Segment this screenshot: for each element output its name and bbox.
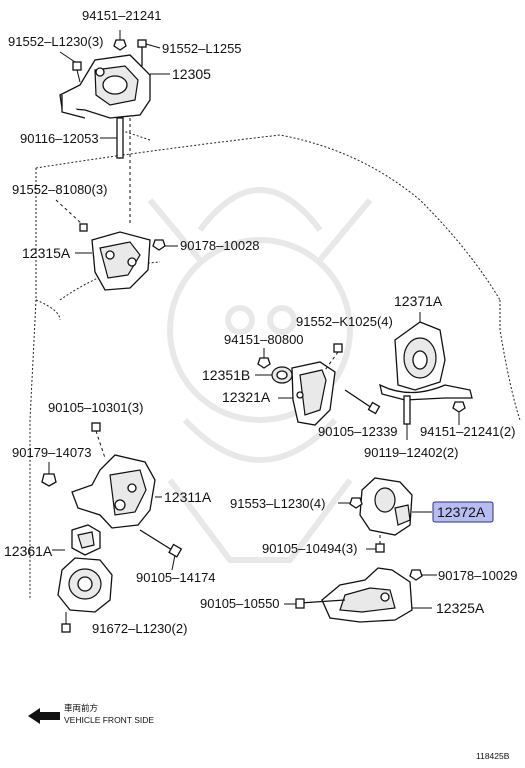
front-label-japanese: 車両前方	[64, 703, 98, 713]
front-label-english: VEHICLE FRONT SIDE	[64, 715, 154, 725]
figure-number: 118425B	[476, 751, 510, 761]
label-91552-81080-3[interactable]: 91552–81080(3)	[12, 182, 107, 197]
nut-94151-21241-right[interactable]	[452, 401, 466, 425]
nut-94151-80800[interactable]	[257, 348, 271, 369]
label-12372A[interactable]: 12372A	[437, 504, 486, 520]
label-91552-K1025-4[interactable]: 91552–K1025(4)	[296, 314, 393, 329]
bolt-91552-L1255[interactable]	[137, 39, 161, 66]
label-91552-L1230-3-top[interactable]: 91552–L1230(3)	[8, 34, 103, 49]
label-12371A[interactable]: 12371A	[394, 293, 443, 309]
label-91672-L1230-2[interactable]: 91672–L1230(2)	[92, 621, 187, 636]
bolt-90105-10550[interactable]	[284, 598, 346, 609]
label-90179-14073[interactable]: 90179–14073	[12, 445, 92, 460]
bolt-90105-10494[interactable]	[366, 543, 385, 553]
label-90119-12402-2[interactable]: 90119–12402(2)	[364, 445, 458, 460]
bolt-91552-L1230-top[interactable]	[59, 51, 82, 83]
part-12311A-bracket[interactable]	[71, 454, 156, 529]
nut-90178-10029[interactable]	[409, 569, 437, 581]
bolt-91552-K1025[interactable]	[324, 343, 343, 371]
stud-90119-12402[interactable]	[403, 395, 411, 440]
label-12305[interactable]: 12305	[172, 66, 211, 82]
label-12321A[interactable]: 12321A	[222, 389, 271, 405]
label-90105-14174[interactable]: 90105–14174	[136, 570, 216, 585]
label-90105-12339[interactable]: 90105–12339	[318, 424, 398, 439]
part-12315A-bracket[interactable]	[91, 231, 151, 291]
highlight-box	[432, 501, 494, 523]
label-91552-L1255[interactable]: 91552–L1255	[162, 41, 242, 56]
nut-90179-14073[interactable]	[41, 462, 57, 487]
nut-94151-21241-top[interactable]	[113, 30, 127, 51]
label-90105-10301-3[interactable]: 90105–10301(3)	[48, 400, 143, 415]
bolt-90105-14174[interactable]	[139, 529, 183, 571]
label-12311A[interactable]: 12311A	[164, 489, 212, 505]
bolt-90105-12339[interactable]	[344, 389, 381, 415]
part-12351B-insulator[interactable]	[271, 366, 293, 384]
label-12315A[interactable]: 12315A	[22, 245, 71, 261]
bolt-91672-L1230[interactable]	[61, 612, 71, 633]
label-12325A[interactable]: 12325A	[436, 600, 485, 616]
part-12325A-bracket[interactable]	[321, 567, 413, 623]
label-94151-21241-top[interactable]: 94151–21241	[82, 8, 162, 23]
label-94151-21241-2[interactable]: 94151–21241(2)	[420, 424, 515, 439]
part-12321A-bracket[interactable]	[291, 361, 336, 426]
nut-90178-10028[interactable]	[152, 239, 178, 251]
part-12372A-bracket[interactable]	[359, 477, 413, 536]
label-90116-12053[interactable]: 90116–12053	[20, 131, 99, 146]
label-90178-10029[interactable]: 90178–10029	[438, 568, 518, 583]
part-12361A-mount[interactable]	[57, 524, 113, 613]
bolt-90105-10301[interactable]	[91, 422, 106, 459]
bolt-91553-L1230[interactable]	[338, 497, 363, 509]
label-90178-10028[interactable]: 90178–10028	[180, 238, 260, 253]
watermark-emblem	[147, 187, 373, 563]
label-90105-10550[interactable]: 90105–10550	[200, 596, 280, 611]
label-12351B[interactable]: 12351B	[202, 367, 250, 383]
bolt-91552-81080[interactable]	[55, 199, 88, 232]
label-94151-80800[interactable]: 94151–80800	[224, 332, 304, 347]
label-12361A[interactable]: 12361A	[4, 543, 53, 559]
part-12371A-mount[interactable]	[379, 312, 473, 401]
label-90105-10494-3[interactable]: 90105–10494(3)	[262, 541, 357, 556]
label-91553-L1230-4[interactable]: 91553–L1230(4)	[230, 496, 325, 511]
engine-outline	[29, 129, 521, 600]
vehicle-front-indicator: 車両前方 VEHICLE FRONT SIDE	[28, 703, 154, 725]
front-arrow-icon	[28, 708, 60, 724]
part-12305-mount[interactable]	[59, 54, 151, 119]
stud-90116-12053[interactable]	[100, 117, 124, 159]
label-12372A-highlight[interactable]: 12372A	[432, 501, 494, 523]
